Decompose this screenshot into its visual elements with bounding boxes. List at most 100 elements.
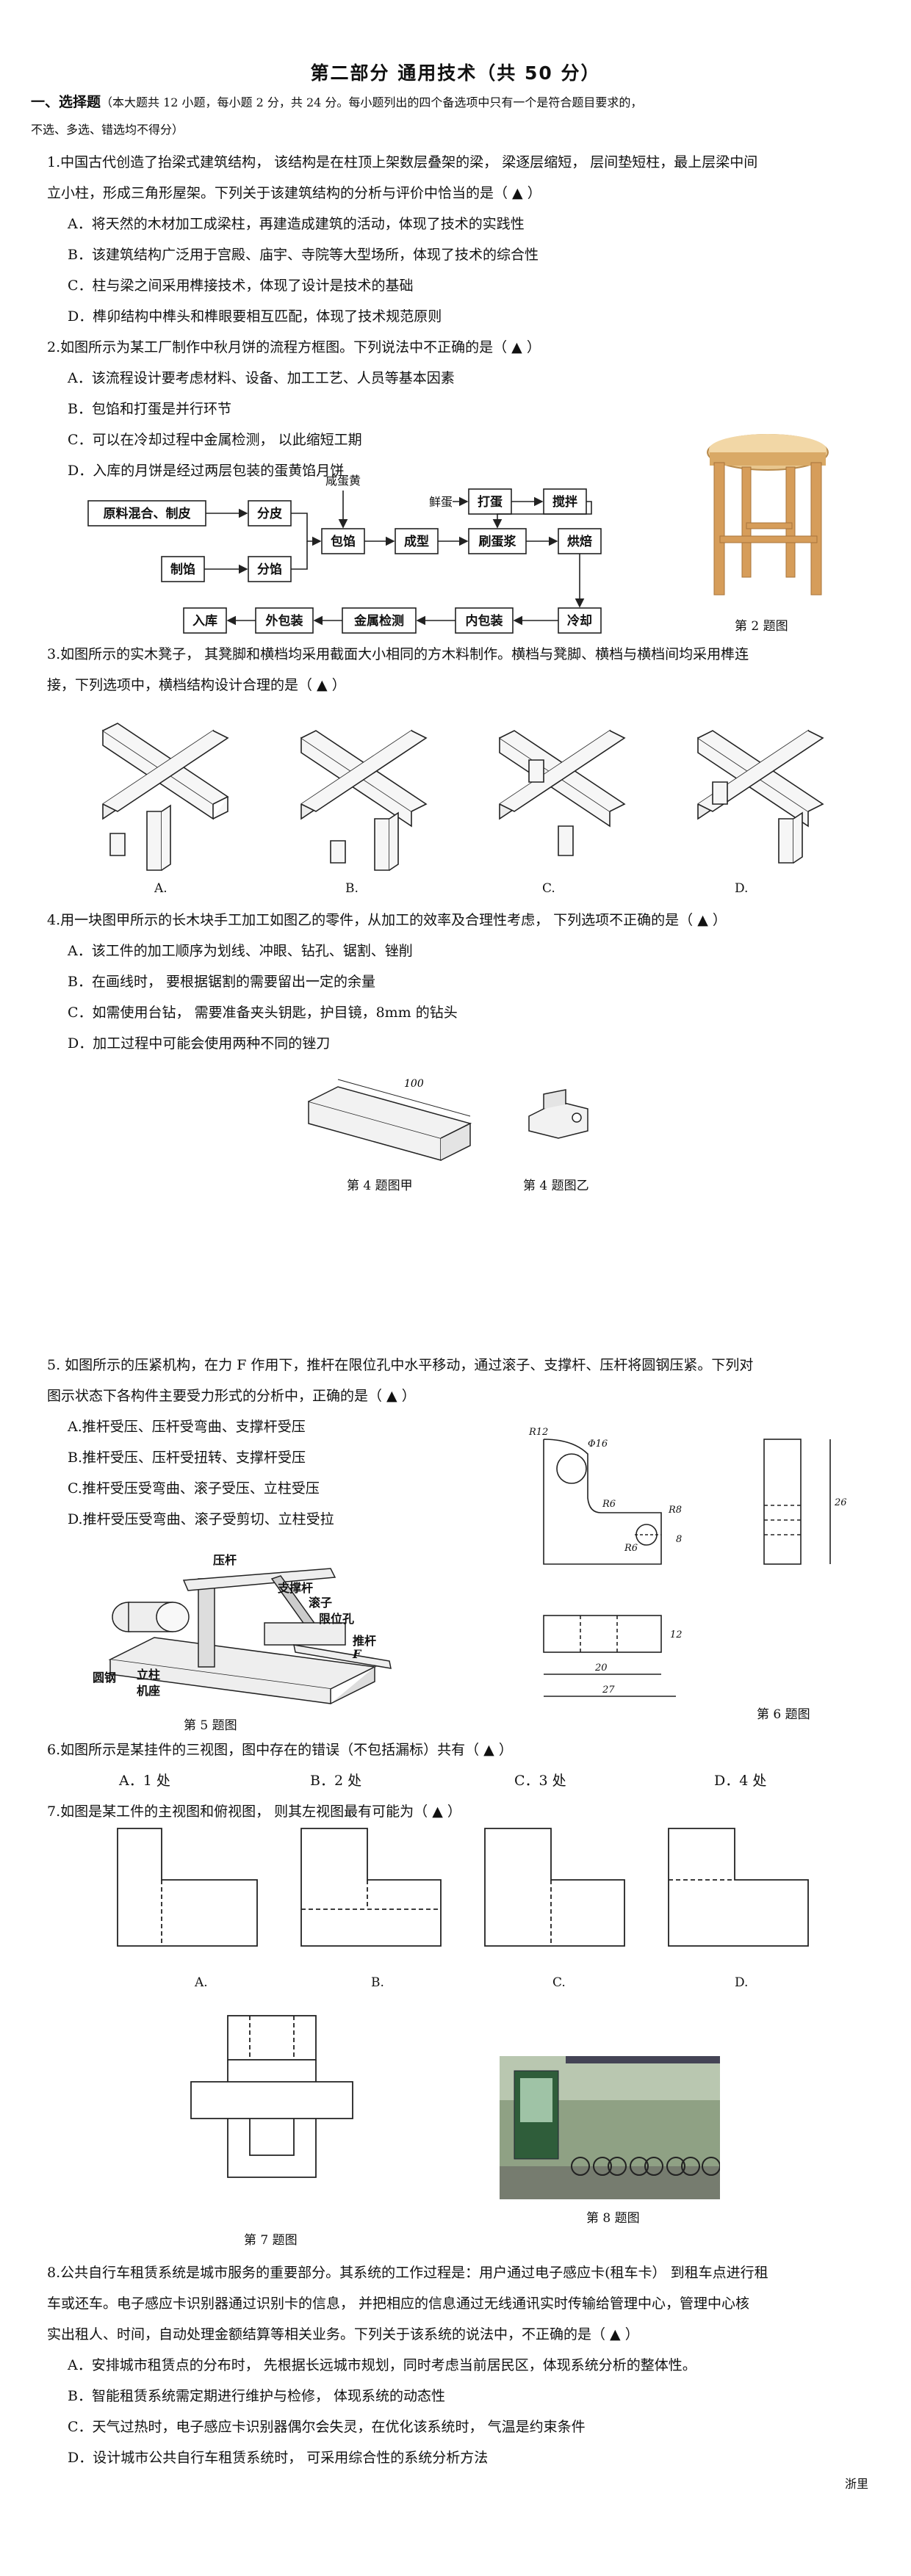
footer-mark: 浙里 — [845, 2477, 869, 2491]
flow-fenxian: 分馅 — [257, 562, 282, 577]
q3-joint-figures — [102, 723, 824, 871]
q7-option-c-shape — [484, 1828, 625, 1947]
q8-caption: 第 8 题图 — [586, 2211, 640, 2226]
q7-option-d-shape — [668, 1828, 809, 1947]
label-jizuo: 机座 — [137, 1684, 160, 1698]
flow-raw: 原料混合、制皮 — [104, 506, 191, 521]
q3-label-a: A. — [154, 881, 168, 896]
q6-option-a: A．1 处 — [119, 1773, 170, 1789]
section-intro: 一、选择题（本大题共 12 小题，每小题 2 分，共 24 分。每小题列出的四个… — [31, 93, 642, 112]
flow-baoxian: 包馅 — [331, 534, 356, 549]
q3-figure-a — [102, 723, 229, 871]
q7-options-figure — [117, 1828, 809, 1947]
section-note-1: （本大题共 12 小题，每小题 2 分，共 24 分。每小题列出的四个备选项中只… — [101, 95, 643, 109]
q4-dim-100: 100 — [404, 1078, 424, 1090]
label-xianweikong: 限位孔 — [319, 1612, 354, 1626]
flow-xiandan: 鲜蛋 — [429, 495, 453, 509]
flow-lengque: 冷却 — [567, 613, 592, 629]
flow-waibaozhuang: 外包装 — [266, 613, 303, 629]
q3-figure-c — [499, 729, 626, 856]
q8-option-a: A．安排城市租赁点的分布时， 先根据长远城市规划，同时考虑当前居民区，体现系统分… — [68, 2357, 696, 2373]
flow-ruku: 入库 — [192, 613, 217, 629]
section-label: 一、选择题 — [31, 94, 101, 110]
q7-label-a: A. — [195, 1975, 208, 1990]
dim-r6b: R6 — [624, 1543, 638, 1554]
q7-caption: 第 7 题图 — [244, 2233, 298, 2248]
q2-caption: 第 2 题图 — [735, 619, 788, 634]
q1-option-d: D．榫卯结构中榫头和榫眼要相互匹配，体现了技术规范原则 — [68, 308, 442, 325]
q1-option-b: B．该建筑结构广泛用于宫殿、庙宇、寺院等大型场所，体现了技术的综合性 — [68, 247, 539, 263]
q7-label-c: C. — [552, 1975, 566, 1990]
q3-label-b: B. — [345, 881, 359, 896]
label-yuangang: 圆钢 — [93, 1671, 116, 1685]
q3-label-c: C. — [542, 881, 555, 896]
q5-mechanism-figure: 压杆 支撑杆 滚子 限位孔 推杆 F 圆钢 立柱 机座 — [93, 1553, 392, 1704]
q7-label-b: B. — [371, 1975, 384, 1990]
q6-stem: 6.如图所示是某挂件的三视图，图中存在的错误（不包括漏标）共有（ ▲ ） — [47, 1742, 513, 1758]
flow-jinshujiance: 金属检测 — [353, 613, 404, 629]
q2-option-a: A．该流程设计要考虑材料、设备、加工工艺、人员等基本因素 — [68, 370, 455, 386]
q6-option-c: C．3 处 — [514, 1773, 566, 1789]
label-force-f: F — [352, 1647, 362, 1661]
label-gunzi: 滚子 — [309, 1596, 332, 1610]
q8-option-d: D．设计城市公共自行车租赁系统时， 可采用综合性的系统分析方法 — [68, 2450, 489, 2466]
q2-option-c: C．可以在冷却过程中金属检测， 以此缩短工期 — [68, 432, 362, 448]
q6-three-view-figure: R12 Φ16 R6 R8 R6 26 8 12 20 27 — [528, 1427, 847, 1697]
flow-zhixian: 制馅 — [170, 562, 195, 577]
q4-option-b: B．在画线时， 要根据锯割的需要留出一定的余量 — [68, 974, 376, 990]
q1-option-c: C．柱与梁之间采用榫接技术，体现了设计是技术的基础 — [68, 278, 414, 294]
q4-option-c: C．如需使用台钻， 需要准备夹头钥匙，护目镜，8mm 的钻头 — [68, 1005, 458, 1021]
flow-chengxing: 成型 — [404, 534, 429, 549]
q8-photo — [500, 2056, 720, 2199]
dim-d16: Φ16 — [588, 1439, 608, 1450]
q3-figure-d — [697, 729, 824, 864]
q5-stem-2: 图示状态下各构件主要受力形式的分析中，正确的是（ ▲ ） — [47, 1388, 416, 1404]
q2-stem: 2.如图所示为某工厂制作中秋月饼的流程方框图。下列说法中不正确的是（ ▲ ） — [47, 339, 541, 355]
q5-caption: 第 5 题图 — [184, 1718, 237, 1733]
q1-stem-2: 立小柱，形成三角形屋架。下列关于该建筑结构的分析与评价中恰当的是（ ▲ ） — [47, 185, 541, 201]
q7-stem: 7.如图是某工件的主视图和俯视图， 则其左视图最有可能为（ ▲ ） — [47, 1803, 461, 1820]
q8-option-b: B．智能租赁系统需定期进行维护与检修， 体现系统的动态性 — [68, 2388, 446, 2404]
q1-option-a: A．将天然的木材加工成梁柱，再建造成建筑的活动，体现了技术的实践性 — [68, 216, 525, 232]
flow-xiandanhuang-label: 咸蛋黄 — [325, 474, 361, 488]
q2-flow-chart: 原料混合、制皮 分皮 制馅 分馅 包馅 成型 刷蛋浆 打蛋 搅拌 烘焙 冷却 内… — [87, 474, 602, 634]
q8-option-c: C．天气过热时，电子感应卡识别器偶尔会失灵，在优化该系统时， 气温是约束条件 — [68, 2419, 586, 2435]
q6-option-d: D．4 处 — [714, 1773, 767, 1789]
section-note-2: 不选、多选、错选均不得分） — [31, 123, 184, 137]
label-tuigan: 推杆 — [353, 1634, 376, 1648]
dim-27: 27 — [602, 1685, 615, 1696]
q4-option-d: D．加工过程中可能会使用两种不同的锉刀 — [68, 1035, 331, 1052]
q4-caption-b: 第 4 题图乙 — [523, 1179, 589, 1193]
label-zhichenggan: 支撑杆 — [277, 1581, 313, 1595]
q1-stem-1: 1.中国古代创造了抬梁式建筑结构， 该结构是在柱顶上架数层叠架的梁， 梁逐层缩短… — [47, 154, 758, 170]
label-lizhu: 立柱 — [137, 1668, 160, 1682]
stool-image — [707, 434, 829, 596]
label-yagan: 压杆 — [213, 1553, 237, 1567]
q7-main-view-figure — [190, 2015, 353, 2178]
flow-jiaoban: 搅拌 — [552, 494, 577, 510]
page-title: 第二部分 通用技术（共 50 分） — [310, 62, 601, 84]
dim-8: 8 — [676, 1534, 682, 1545]
flow-shuadanjiang: 刷蛋浆 — [479, 534, 517, 549]
q7-option-b-shape — [300, 1828, 442, 1947]
q4-stem: 4.用一块图甲所示的长木块手工加工如图乙的零件，从加工的效率及合理性考虑， 下列… — [47, 912, 727, 928]
flow-hongbei: 烘焙 — [567, 534, 592, 549]
q7-label-d: D. — [735, 1975, 749, 1990]
q5-option-d: D.推杆受压受弯曲、滚子受剪切、立柱受拉 — [68, 1511, 334, 1527]
dim-r12: R12 — [528, 1427, 548, 1438]
flow-fenpi: 分皮 — [257, 506, 282, 521]
q5-option-c: C.推杆受压受弯曲、滚子受压、立柱受压 — [68, 1480, 320, 1497]
q7-option-a-shape — [117, 1828, 258, 1947]
dim-26: 26 — [834, 1497, 847, 1508]
q4-figures: 100 — [308, 1078, 588, 1161]
flow-dadan: 打蛋 — [478, 494, 503, 510]
q3-figure-b — [300, 729, 428, 871]
dim-20: 20 — [594, 1663, 608, 1674]
q3-stem-1: 3.如图所示的实木凳子， 其凳脚和横档均采用截面大小相同的方木料制作。横档与凳脚… — [47, 646, 749, 662]
q6-option-b: B．2 处 — [310, 1773, 362, 1789]
q2-option-d: D．入库的月饼是经过两层包装的蛋黄馅月饼 — [68, 463, 345, 479]
q3-stem-2: 接，下列选项中，横档结构设计合理的是（ ▲ ） — [47, 677, 346, 693]
flow-neibaozhuang: 内包装 — [466, 613, 503, 629]
q3-label-d: D. — [735, 881, 749, 896]
q8-stem-3: 实出租人、时间，自动处理金额结算等相关业务。下列关于该系统的说法中，不正确的是（… — [47, 2326, 639, 2342]
